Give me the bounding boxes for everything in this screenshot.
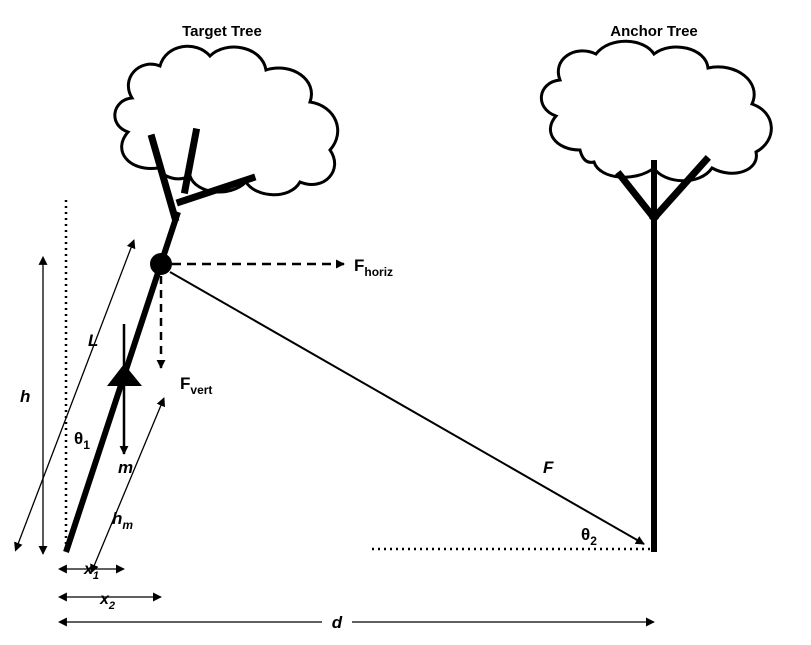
hm-dimension-line <box>90 397 166 574</box>
x1-label: x1 <box>83 561 99 582</box>
length-label: L <box>88 331 98 350</box>
hm-label: hm <box>112 509 133 532</box>
attachment-point <box>150 253 172 275</box>
height-label: h <box>20 387 30 406</box>
x2-label: x2 <box>99 591 115 612</box>
theta2-label: θ2 <box>581 525 597 548</box>
target-tree-label: Target Tree <box>182 23 262 40</box>
distance-label: d <box>332 613 343 632</box>
mass-label: m <box>118 458 133 477</box>
cable-force-label: F <box>543 458 554 477</box>
theta1-label: θ1 <box>74 429 90 452</box>
target-tree-crown <box>113 44 340 197</box>
cable-force-line <box>169 271 645 545</box>
target-tree: Target Tree <box>63 23 340 553</box>
anchor-tree: Anchor Tree <box>539 23 773 552</box>
anchor-tree-label: Anchor Tree <box>610 23 698 40</box>
target-tree-branches <box>147 127 257 223</box>
length-dimension-line <box>14 239 136 552</box>
vertical-force-label: Fvert <box>180 374 212 397</box>
anchor-tree-crown <box>539 39 773 183</box>
horizontal-force-label: Fhoriz <box>354 256 393 279</box>
anchor-tree-branches <box>615 155 711 223</box>
